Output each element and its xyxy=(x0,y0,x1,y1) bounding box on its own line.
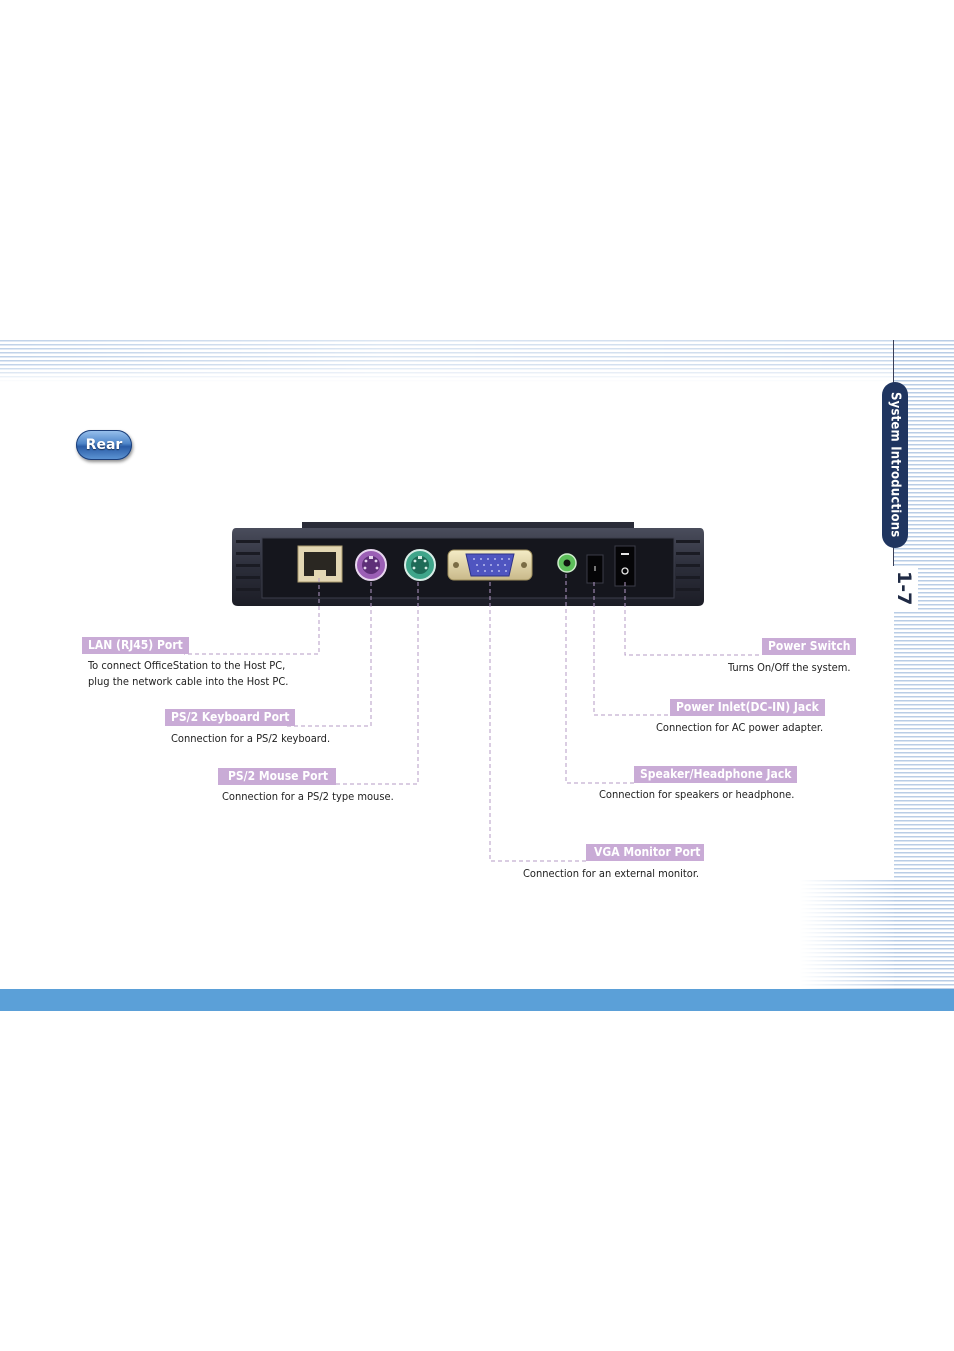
page-number: 1-7 xyxy=(890,566,918,610)
speaker-jack-graphic xyxy=(557,553,577,573)
keyboard-port-desc: Connection for a PS/2 keyboard. xyxy=(171,732,331,745)
power-switch-desc: Turns On/Off the system. xyxy=(728,661,851,674)
keyboard-leader xyxy=(284,582,372,727)
mouse-port-graphic xyxy=(404,549,436,581)
mouse-port-label: PS/2 Mouse Port xyxy=(218,768,337,785)
rear-badge: Rear xyxy=(76,430,132,460)
keyboard-port-graphic xyxy=(355,549,387,581)
section-tab xyxy=(882,382,908,548)
speaker-leader xyxy=(565,574,634,784)
power-inlet-leader xyxy=(593,582,670,716)
footer-bar xyxy=(0,989,954,1011)
power-switch-label: Power Switch xyxy=(762,638,857,655)
mouse-leader xyxy=(326,582,419,785)
power-inlet-label: Power Inlet(DC-IN) Jack xyxy=(670,699,825,716)
power-inlet-graphic xyxy=(586,554,604,584)
device-top-ridge xyxy=(302,522,634,530)
power-switch-leader xyxy=(624,582,762,656)
device-side-ridges xyxy=(236,540,700,591)
vga-port-graphic xyxy=(447,549,533,581)
vga-port-label: VGA Monitor Port xyxy=(586,844,705,861)
lan-port-graphic xyxy=(297,545,343,583)
lan-port-desc-line1: To connect OfficeStation to the Host PC, xyxy=(88,659,286,672)
lan-port-desc-line2: plug the network cable into the Host PC. xyxy=(88,675,289,688)
speaker-jack-desc: Connection for speakers or headphone. xyxy=(599,788,795,801)
leader-lines xyxy=(184,574,762,862)
keyboard-port-label: PS/2 Keyboard Port xyxy=(165,709,296,726)
lan-port-label: LAN (RJ45) Port xyxy=(82,637,189,654)
speaker-jack-label: Speaker/Headphone Jack xyxy=(634,766,798,783)
section-tab-label: System Introductions xyxy=(887,392,903,538)
power-switch-graphic xyxy=(614,545,636,587)
vga-port-desc: Connection for an external monitor. xyxy=(523,867,700,880)
mouse-port-desc: Connection for a PS/2 type mouse. xyxy=(222,790,394,803)
header-stripes xyxy=(0,340,954,382)
corner-stripes xyxy=(800,880,900,990)
power-inlet-desc: Connection for AC power adapter. xyxy=(656,721,824,734)
vga-leader xyxy=(489,582,586,862)
